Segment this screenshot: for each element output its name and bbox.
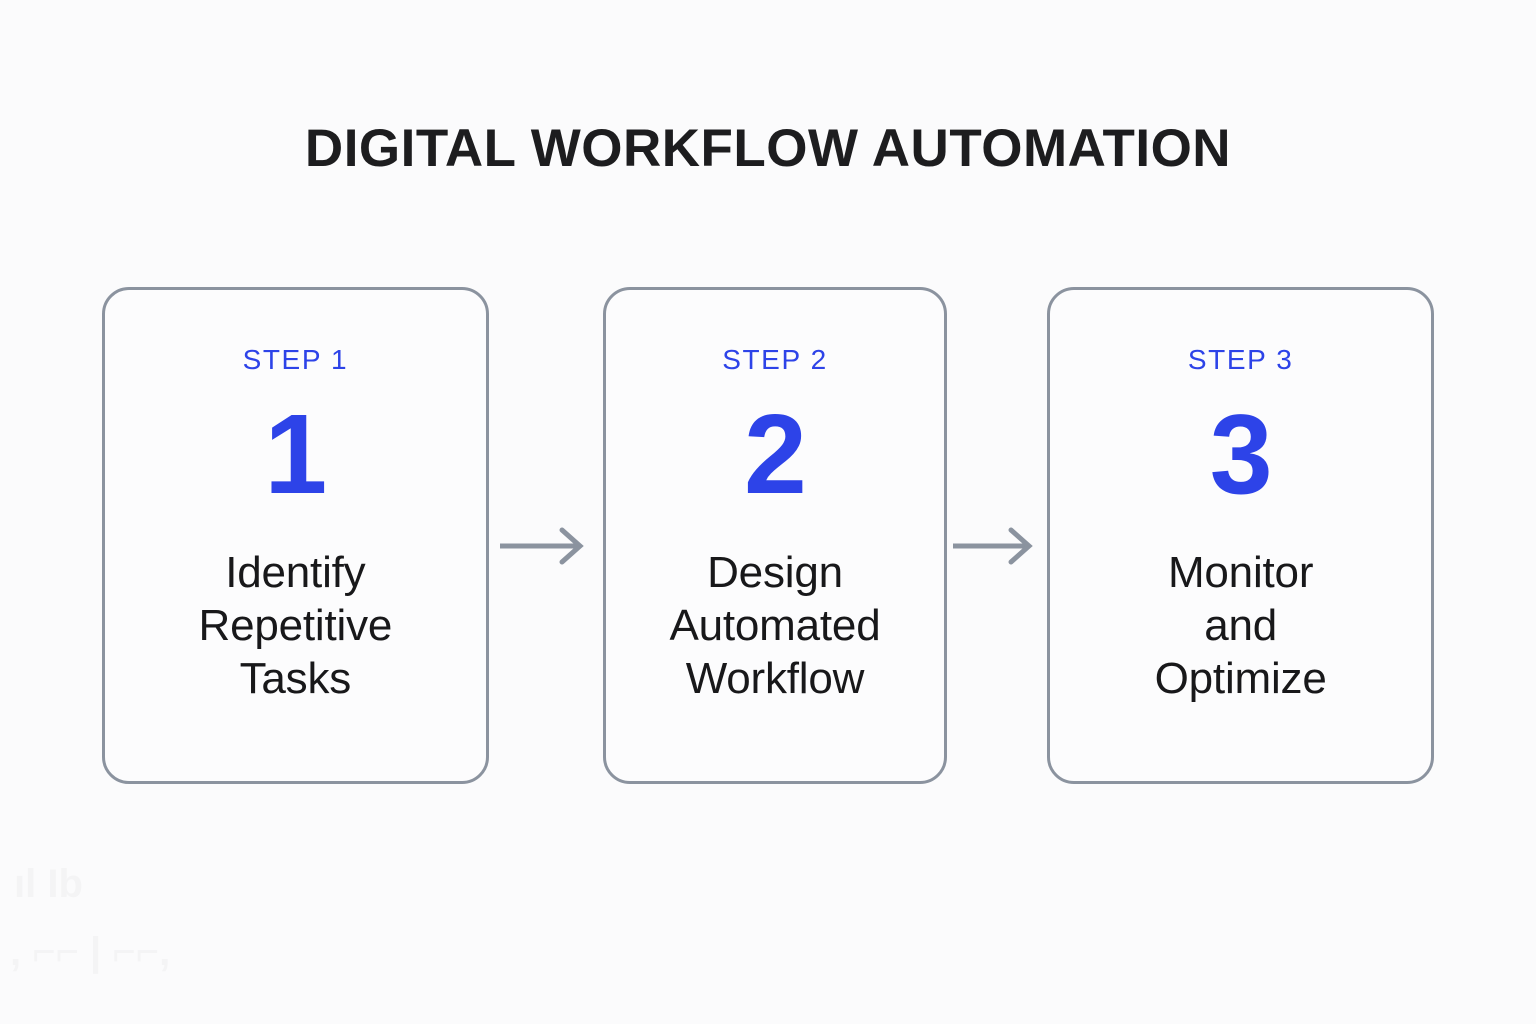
step-label-3: STEP 3 — [1187, 344, 1294, 375]
step-text-1: Identify Repetitive Tasks — [198, 548, 393, 703]
step-label-2: STEP 2 — [722, 344, 828, 375]
step-card-2[interactable]: STEP 2 2 Design Automated Workflow — [602, 287, 948, 784]
step-number-1: 1 — [264, 391, 327, 517]
step-text-2: Design Automated Workflow — [669, 548, 881, 703]
process-flow-row: STEP 1 1 Identify Repetitive Tasks STEP … — [102, 287, 1434, 784]
page-title: DIGITAL WORKFLOW AUTOMATION — [304, 119, 1232, 178]
step-text-3: Monitor and Optimize — [1154, 548, 1327, 703]
step-number-3: 3 — [1209, 391, 1273, 517]
step-label-1: STEP 1 — [242, 344, 349, 375]
connector-2-to-3 — [947, 526, 1047, 566]
step-card-3[interactable]: STEP 3 3 Monitor and Optimize — [1047, 287, 1434, 784]
step-card-1[interactable]: STEP 1 1 Identify Repetitive Tasks — [102, 287, 489, 784]
connector-1-to-2 — [489, 526, 603, 566]
step-number-2: 2 — [744, 391, 807, 517]
arrow-right-icon — [953, 526, 1041, 566]
background-watermark: ıl Ib — [14, 862, 83, 906]
arrow-right-icon — [499, 526, 592, 566]
background-watermark: , ⌐⌐ | ⌐⌐, — [10, 930, 171, 974]
